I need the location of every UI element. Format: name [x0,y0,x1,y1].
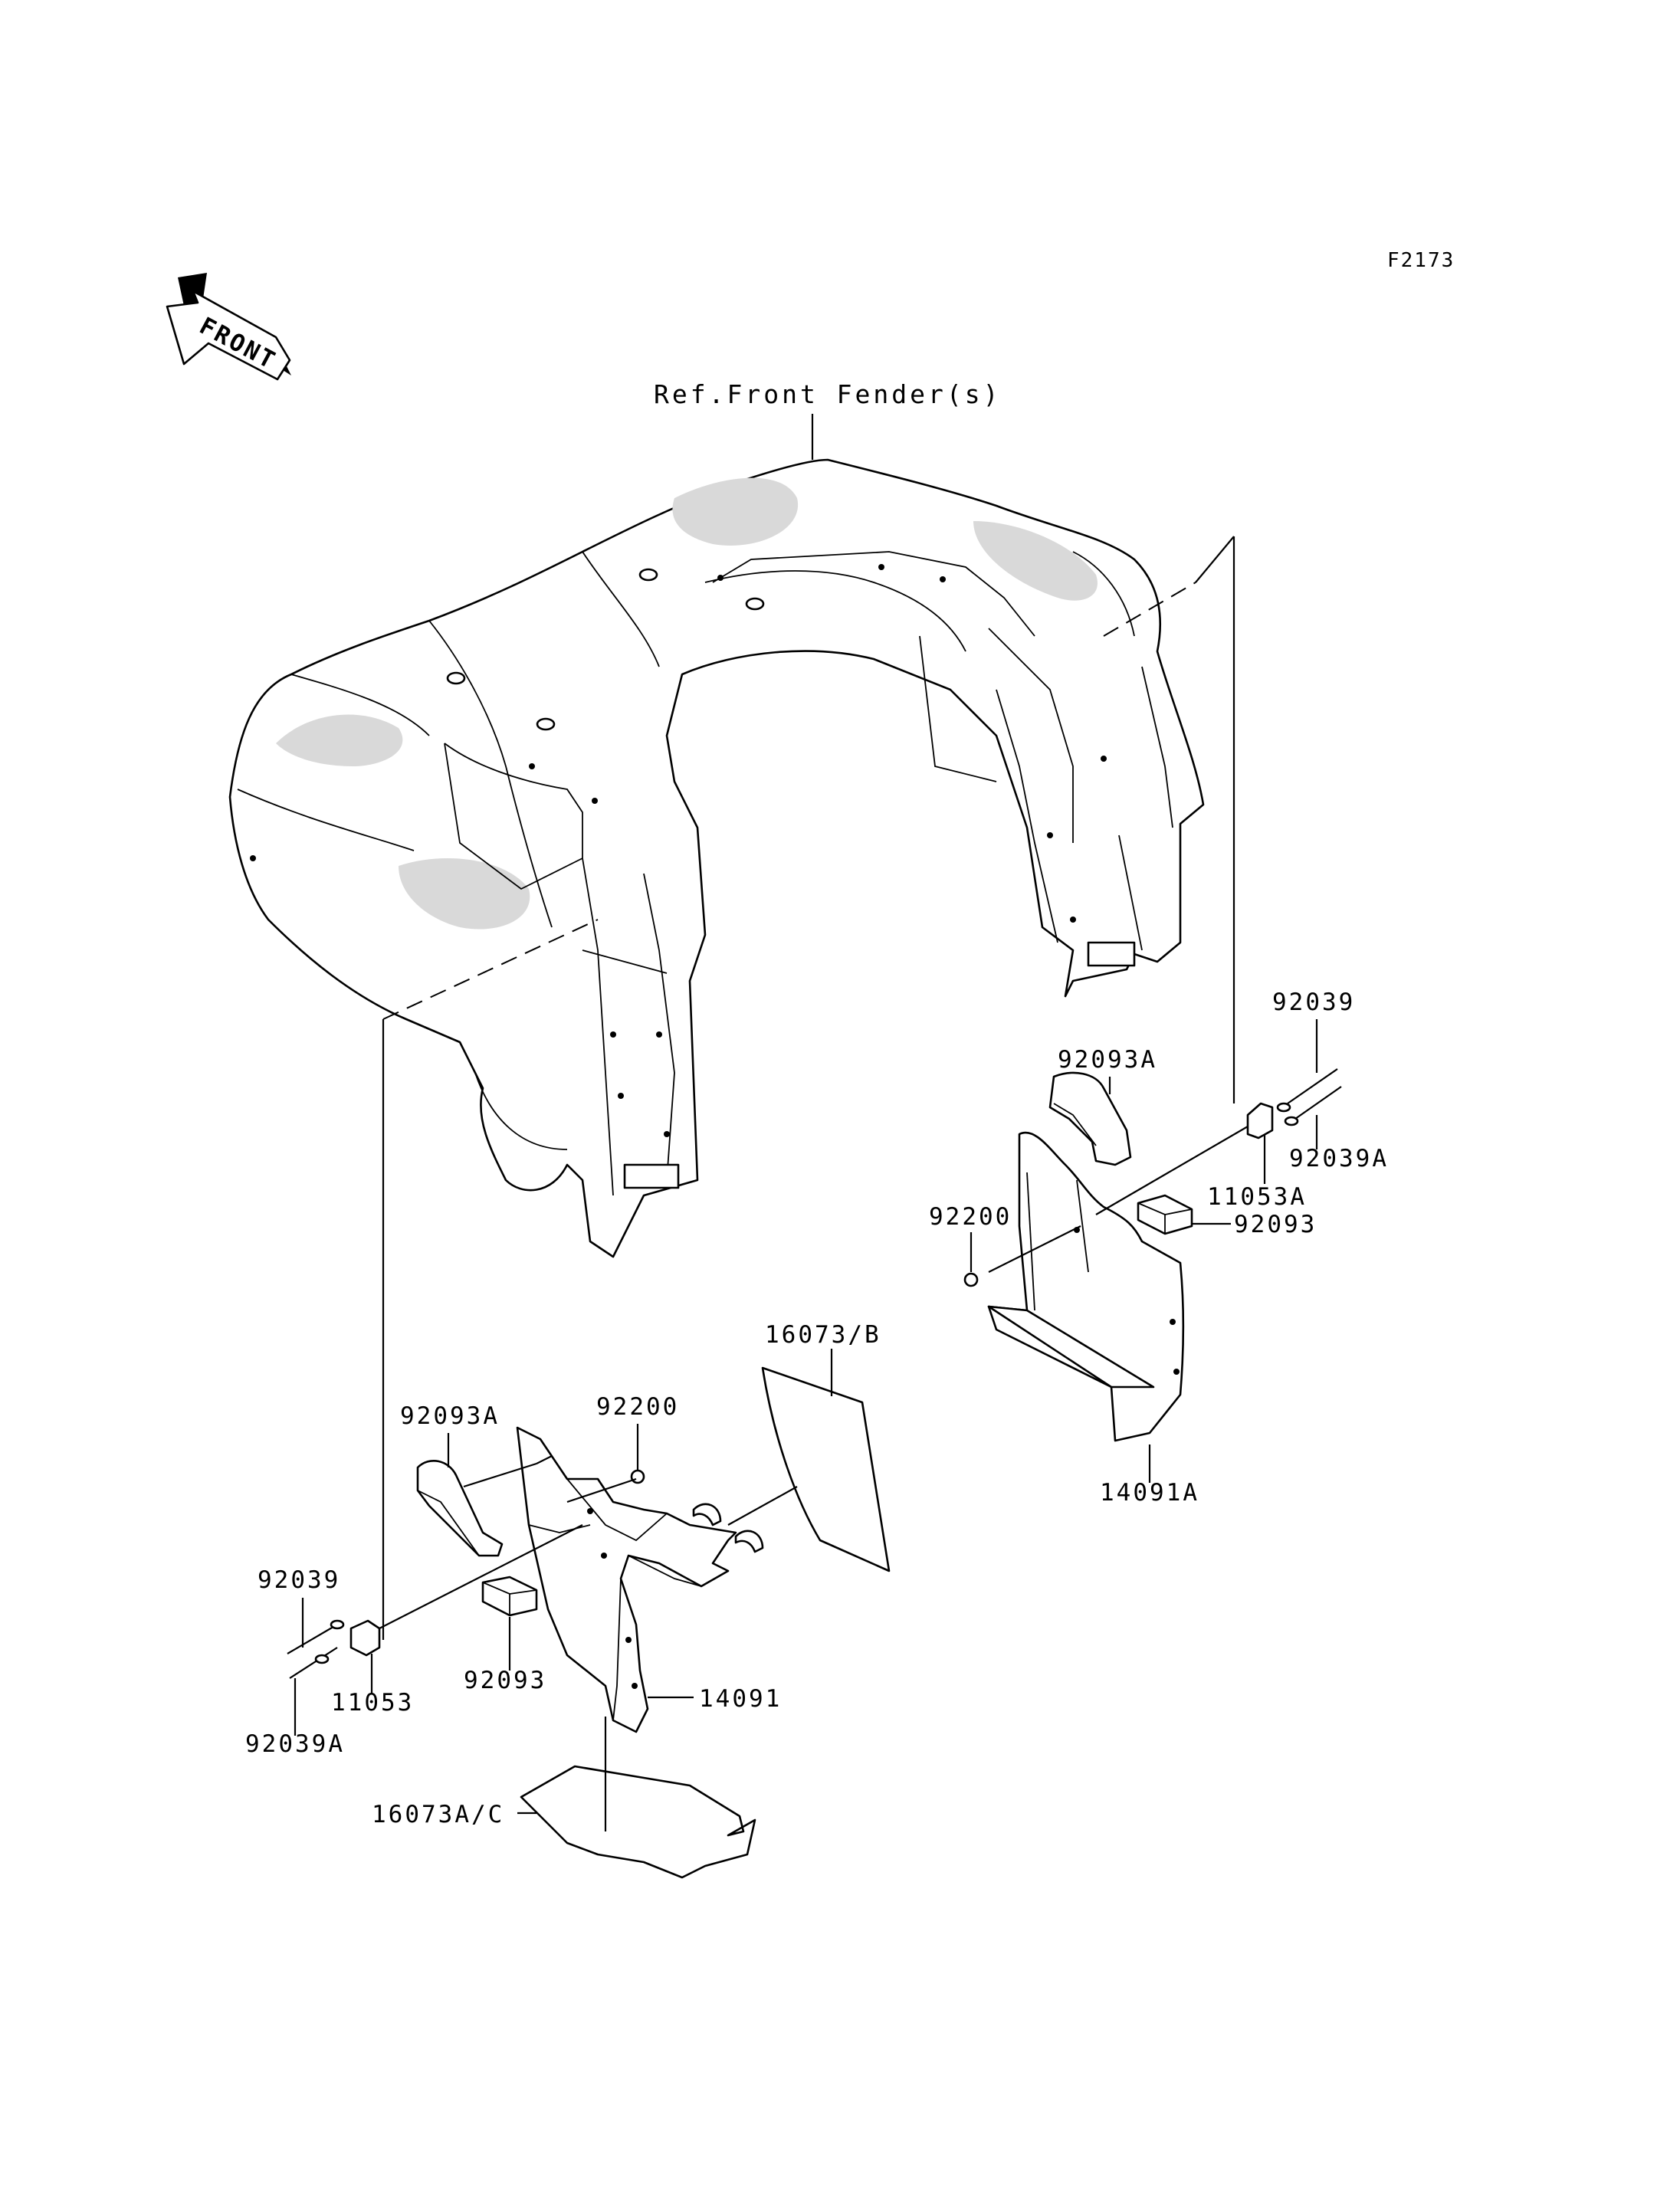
rivet-92039-right [1276,1068,1342,1126]
pad-92093-left [481,1576,538,1617]
label-92039-right: 92039 [1272,989,1355,1016]
left-ref-dash [382,919,599,1020]
label-14091A: 14091A [1100,1479,1199,1507]
label-92093-right: 92093 [1234,1211,1317,1238]
label-92093-left: 92093 [464,1667,546,1694]
label-14091: 14091 [699,1685,782,1713]
rivet-92039-left [287,1619,345,1679]
reference-label: Ref.Front Fender(s) [654,379,1002,409]
label-16073B: 16073/B [765,1321,881,1349]
mud-guard-right [987,1131,1185,1442]
label-92039-left: 92039 [258,1566,340,1594]
figure-code: F2173 [1387,249,1455,272]
label-92039A-right: 92039A [1289,1145,1389,1172]
nut-92200-left [630,1469,645,1484]
label-11053: 11053 [331,1689,414,1717]
pad-92093A-right [1048,1071,1132,1166]
mud-guard-left [516,1426,764,1733]
pad-92093-right [1137,1194,1193,1235]
pad-92093A-left [416,1460,504,1557]
label-11053A: 11053A [1207,1183,1307,1211]
plate-16073AC [520,1765,756,1879]
label-92093A-left: 92093A [400,1402,500,1430]
label-92200-left: 92200 [596,1393,679,1421]
label-92093A-right: 92093A [1058,1046,1157,1074]
label-16073AC: 16073A/C [372,1801,504,1828]
plate-16073B [761,1366,891,1572]
clip-11053A [1246,1102,1274,1139]
front-arrow-icon: FRONT [166,273,291,381]
front-fender [228,458,1205,1258]
label-92200-right: 92200 [929,1203,1012,1231]
clip-11053 [349,1619,381,1657]
nut-92200-right [963,1272,979,1287]
right-ref-dash [1103,582,1196,637]
label-92039A-left: 92039A [245,1730,345,1758]
right-ref-line [1195,536,1235,583]
